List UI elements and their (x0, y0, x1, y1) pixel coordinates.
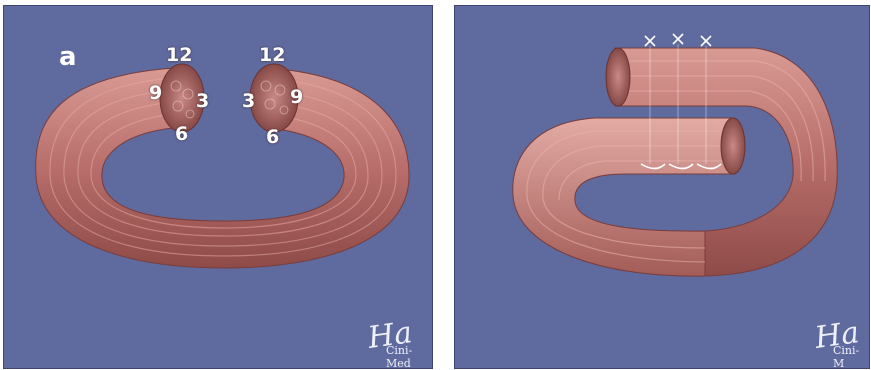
lower-cut-end (721, 118, 745, 174)
upper-cut-end (606, 48, 630, 106)
left-end-label-top: 12 (166, 44, 192, 66)
left-end-label-left: 9 (149, 82, 162, 104)
right-end-label-left: 3 (242, 90, 255, 112)
panel-a: a 12 3 6 9 12 9 6 3 Ha Cini-Med (3, 5, 433, 369)
panel-b: Ha Cini-M (454, 5, 870, 369)
artist-credit: Cini-Med (386, 344, 432, 369)
lower-muscle-band (513, 118, 735, 276)
artist-credit: Cini-M (833, 344, 869, 369)
left-end-label-right: 3 (196, 90, 209, 112)
right-end-label-top: 12 (259, 44, 285, 66)
left-end-label-bottom: 6 (175, 123, 188, 145)
panel-letter: a (59, 42, 77, 72)
right-end-label-right: 9 (290, 86, 303, 108)
right-end-label-bottom: 6 (266, 126, 279, 148)
overlapped-muscle-illustration (455, 6, 869, 368)
